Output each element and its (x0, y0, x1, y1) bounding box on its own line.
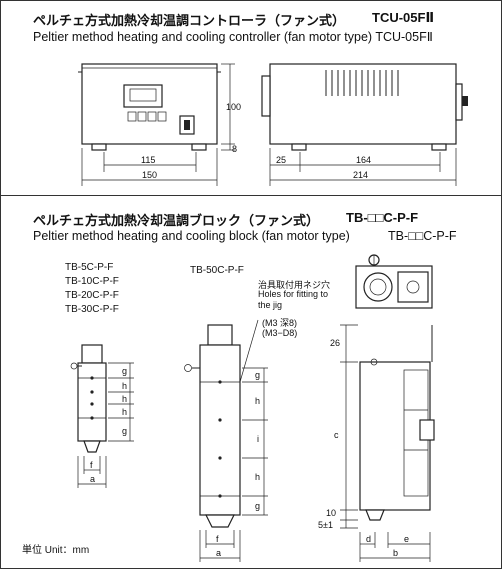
dim-h: h (122, 394, 128, 404)
dim-g: g (122, 426, 128, 436)
dim-26: 26 (330, 338, 341, 348)
model-label-tb50: TB-50C-P-F (190, 265, 244, 276)
block-top-view (355, 254, 433, 309)
dim-h: h (122, 381, 128, 391)
controller-title-jp: ペルチェ方式加熱冷却温調コントローラ（ファン式） (33, 13, 346, 28)
dim-e: e (404, 534, 410, 544)
controller-title-model: TCU-05FⅡ (372, 10, 435, 25)
block-title-en-model: TB-□□C-P-F (388, 229, 457, 243)
dim-c: c (334, 430, 339, 440)
controller-front-view (78, 63, 235, 186)
controller-side-view (261, 63, 468, 186)
block-side-view (340, 324, 435, 562)
model-label: TB-5C-P-F (65, 262, 114, 273)
dim-front-width: 150 (142, 170, 158, 180)
controller-title-en: Peltier method heating and cooling contr… (33, 30, 433, 44)
dim-h: h (122, 407, 128, 417)
jig-hole-note-en-1: Holes for fitting to (258, 289, 329, 299)
dim-front-feet: 8 (232, 144, 238, 154)
model-label: TB-10C-P-F (65, 276, 119, 287)
dim-f: f (90, 460, 93, 470)
model-label: TB-30C-P-F (65, 304, 119, 315)
jig-hole-note-jp: 治具取付用ネジ穴 (258, 280, 331, 290)
dim-f: f (216, 534, 219, 544)
dim-h: h (255, 396, 261, 406)
dim-a: a (90, 474, 96, 484)
model-label: TB-20C-P-F (65, 290, 119, 301)
dim-front-inner-width: 115 (141, 155, 156, 165)
dim-g: g (255, 501, 261, 511)
block-small-view (70, 344, 134, 488)
dim-side-offset: 25 (276, 155, 287, 165)
dim-10: 10 (326, 508, 337, 518)
block-title-model: TB-□□C-P-F (346, 210, 419, 225)
dim-side-inner: 164 (356, 155, 372, 165)
block-title-en: Peltier method heating and cooling block… (33, 229, 350, 243)
jig-hole-note-en-2: the jig (258, 300, 283, 310)
block-tb50-view (184, 319, 268, 562)
dim-front-height: 100 (226, 102, 242, 112)
dim-i: i (257, 434, 259, 444)
dim-5: 5±1 (318, 520, 333, 530)
section-divider (0, 195, 502, 196)
dim-g: g (255, 370, 261, 380)
block-title-jp: ペルチェ方式加熱冷却温調ブロック（ファン式） (33, 213, 320, 228)
dim-h: h (255, 472, 261, 482)
dim-a: a (216, 548, 222, 558)
jig-hole-spec-en: (M3−D8) (262, 328, 298, 338)
dim-b: b (393, 548, 399, 558)
jig-hole-spec-jp: (M3 深8) (262, 318, 298, 328)
dim-g: g (122, 366, 128, 376)
dim-side-width: 214 (353, 170, 369, 180)
dim-d: d (366, 534, 372, 544)
unit-note: 単位 Unit：mm (22, 545, 90, 556)
